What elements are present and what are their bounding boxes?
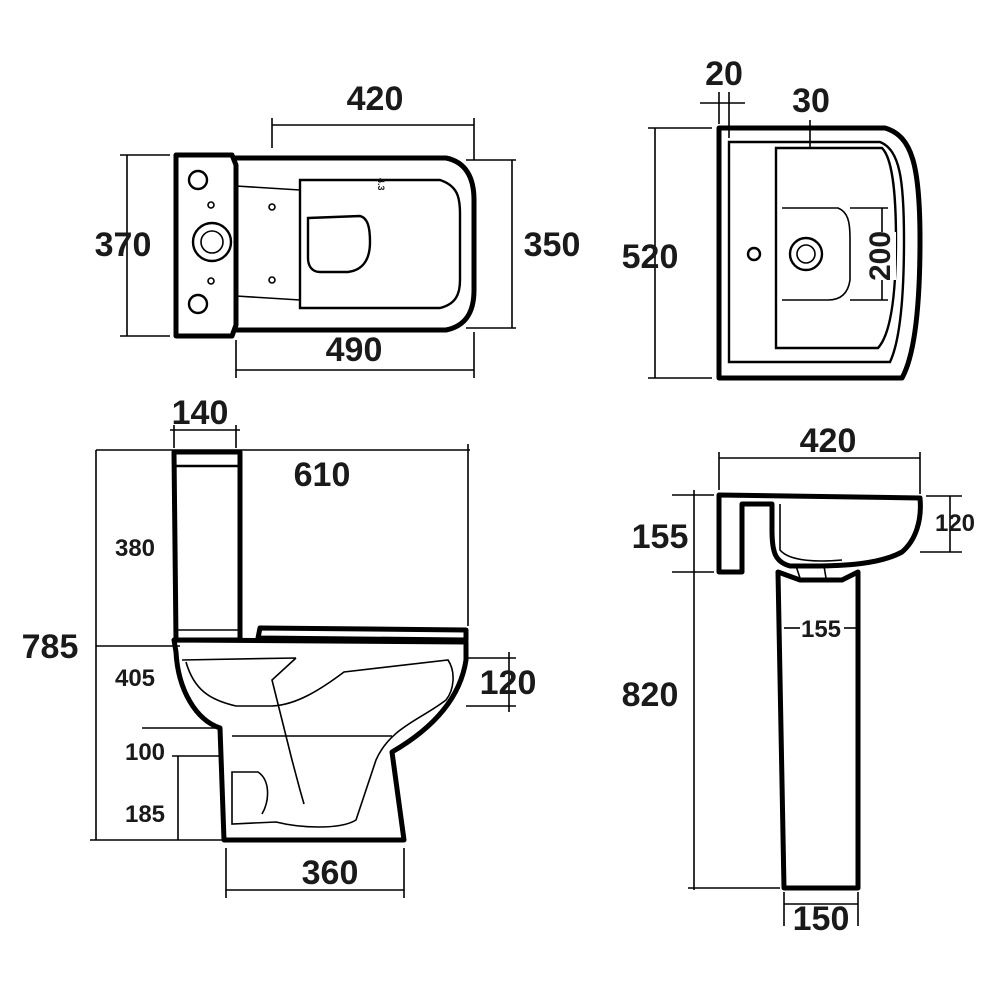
- pedestal-side: [775, 569, 861, 891]
- basin-side-view: 420 155 120 155 820 150: [622, 422, 975, 938]
- dim-toilet-footprint: 360: [302, 854, 359, 892]
- seat-fixing: [268, 203, 276, 211]
- dim-pan-height: 405: [115, 665, 155, 692]
- basin-waste-inner: [796, 244, 816, 264]
- dim-toilet-length: 610: [294, 456, 351, 494]
- dim-toilet-width-top: 420: [347, 80, 404, 118]
- basin-plan-view: 20 30 520 200: [622, 55, 923, 381]
- tap-hole: [746, 246, 762, 262]
- toilet-trapway: [181, 657, 454, 828]
- cistern-fixing: [207, 277, 215, 285]
- dim-cistern-height: 380: [115, 535, 155, 562]
- flush-button-inner: [200, 230, 224, 254]
- cistern-fixing: [207, 201, 215, 209]
- dim-basin-depth: 520: [622, 238, 679, 276]
- dim-basin-width: 420: [800, 422, 857, 460]
- basin-waste-outer: [788, 236, 824, 272]
- toilet-cistern-side: [171, 449, 243, 643]
- dim-outlet-upper: 100: [125, 739, 165, 766]
- basin-inner-rim: [727, 140, 906, 364]
- toilet-cistern-plan: [173, 152, 239, 339]
- dim-cistern-depth: 140: [172, 394, 229, 432]
- toilet-bowl-opening-plan: [306, 214, 372, 274]
- toilet-pan-side: [171, 637, 469, 843]
- dim-pedestal-height: 820: [622, 676, 679, 714]
- dim-toilet-height: 785: [22, 628, 79, 666]
- dim-basin-front-depth: 155: [632, 518, 689, 556]
- basin-front-profile: [716, 492, 923, 575]
- flush-button-plan: [191, 221, 233, 263]
- dim-toilet-depth-right: 350: [524, 226, 581, 264]
- dim-pedestal-base: 150: [793, 900, 850, 938]
- toilet-plan-view: 4.3 420 370 350 490: [95, 80, 581, 378]
- dim-basin-bowl: 200: [864, 231, 897, 281]
- dim-toilet-depth-left: 370: [95, 226, 152, 264]
- basin-waste-area: [782, 207, 851, 301]
- svg-text:4.3: 4.3: [376, 178, 386, 191]
- dim-toilet-width-bottom: 490: [326, 331, 383, 369]
- dim-outlet-lower: 185: [125, 801, 165, 828]
- dim-basin-inset: 30: [792, 82, 830, 120]
- toilet-side-view: 140 610 380 785 405 100 185 120 360: [22, 394, 537, 898]
- cistern-hole: [187, 169, 209, 191]
- toilet-pan-plan: [233, 155, 477, 333]
- seat-fixing: [268, 276, 276, 284]
- toilet-lid-side: [255, 625, 469, 643]
- dim-basin-bowl-depth: 120: [935, 510, 975, 537]
- cistern-hole: [187, 293, 209, 315]
- dim-basin-rim: 20: [705, 55, 743, 93]
- dim-pedestal-width: 155: [801, 616, 841, 643]
- toilet-seat-plan: [298, 178, 462, 310]
- basin-outline-plan: [716, 125, 923, 381]
- dim-outlet-height: 120: [480, 664, 537, 702]
